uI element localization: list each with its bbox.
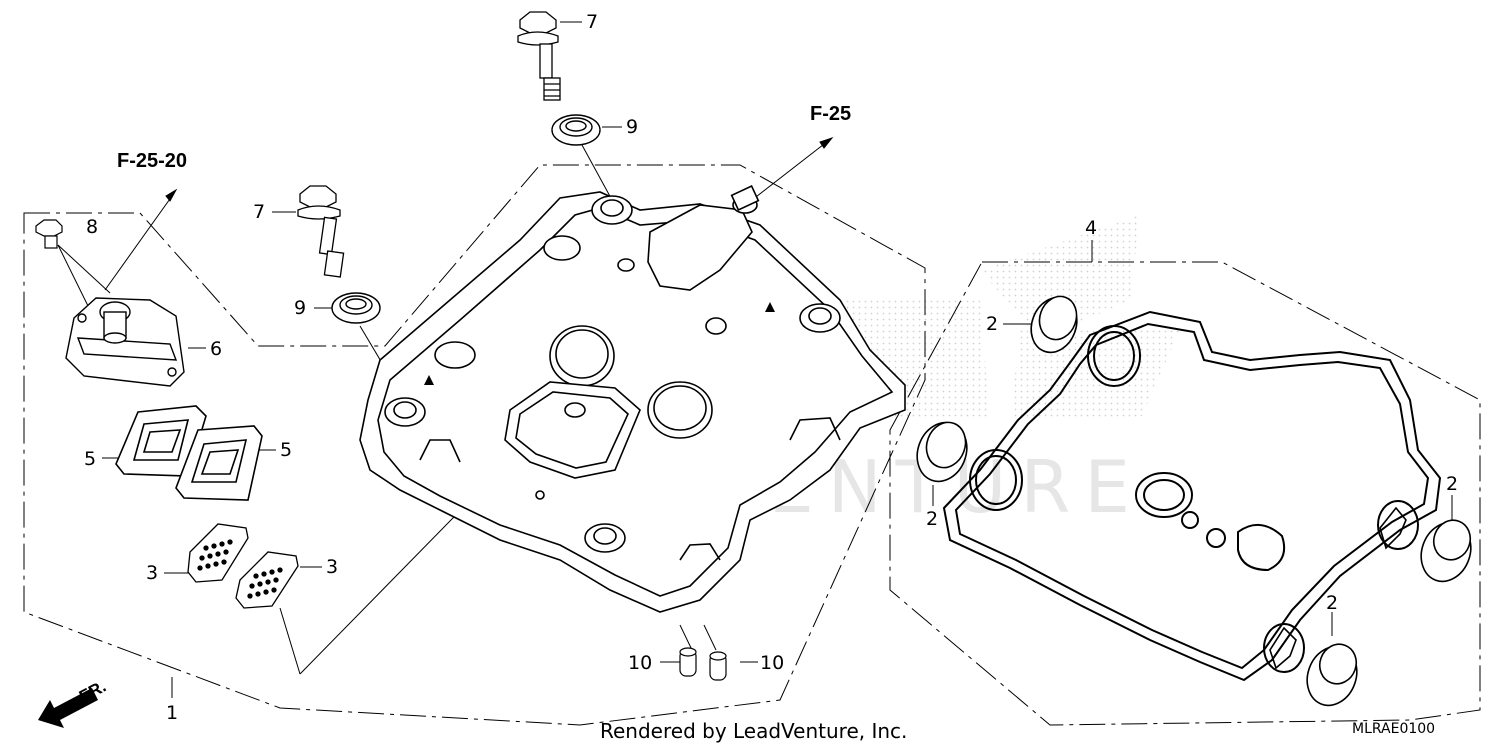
callout-8: 8: [86, 216, 99, 238]
bolt-upper: [517, 11, 561, 101]
callout-1: 1: [166, 702, 179, 724]
dowel-pin-right: [709, 651, 727, 681]
callout-9-left: 9: [294, 297, 307, 319]
callout-3-left: 3: [146, 562, 159, 584]
gasket-right: [175, 425, 263, 501]
washer-upper: [551, 114, 601, 146]
plug-cap-right: [1420, 519, 1472, 583]
group-outline-4: [889, 261, 1481, 726]
front-arrow-icon: FR.: [38, 677, 109, 728]
head-cover-gasket: [942, 310, 1442, 682]
callout-7-left: 7: [253, 201, 266, 223]
callout-2-top: 2: [986, 313, 999, 335]
callout-2-left: 2: [926, 508, 939, 530]
rendered-by-credit: Rendered by LeadVenture, Inc.: [600, 719, 908, 743]
callout-5-left: 5: [84, 448, 97, 470]
reed-plate-left: [187, 523, 249, 583]
reference-f25[interactable]: F-25: [810, 103, 852, 125]
callout-6: 6: [210, 338, 223, 360]
bolt-left: [297, 185, 345, 278]
callout-3-right: 3: [326, 556, 339, 578]
callout-5-right: 5: [280, 439, 293, 461]
cylinder-head-cover: [359, 185, 906, 613]
plug-cap-bottom: [1306, 643, 1358, 707]
group-outline-1: [23, 164, 926, 726]
reference-f25-20[interactable]: F-25-20: [117, 150, 188, 172]
plug-seal-top: [1030, 295, 1078, 354]
callout-10-left: 10: [628, 652, 653, 674]
washer-left: [331, 292, 381, 324]
plug-seal-left: [916, 421, 968, 483]
reed-plate-right: [235, 551, 299, 609]
gasket-left: [115, 405, 207, 477]
diagram-code: MLRAE0100: [1352, 721, 1436, 737]
bolt-small: [35, 219, 63, 249]
callout-4: 4: [1085, 217, 1098, 239]
callout-2-bottom: 2: [1326, 592, 1339, 614]
dowel-pin-left: [679, 647, 697, 677]
callout-2-right: 2: [1446, 473, 1459, 495]
callout-9-upper: 9: [626, 116, 639, 138]
breather-cover: [65, 297, 185, 387]
callout-10-right: 10: [760, 652, 785, 674]
callout-7-upper: 7: [586, 11, 599, 33]
